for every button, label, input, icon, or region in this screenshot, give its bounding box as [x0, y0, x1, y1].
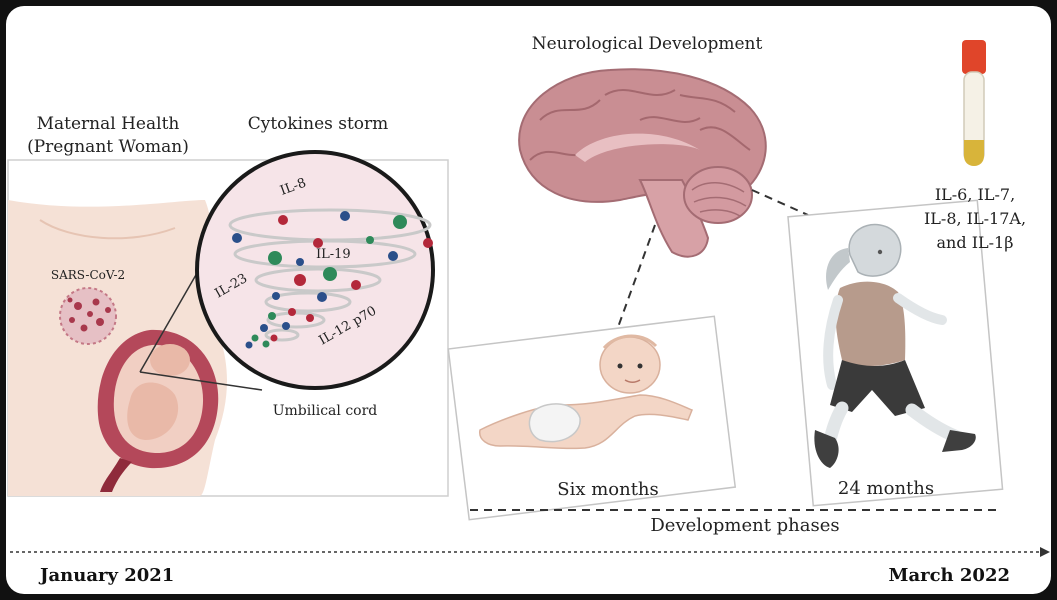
corpus-callosum	[575, 133, 700, 162]
fetus-head	[150, 344, 190, 376]
brain-illustration: Neurological Development	[518, 34, 767, 258]
maternal-heading-line1: Maternal Health	[37, 114, 180, 134]
cytokine-swirl	[228, 208, 432, 342]
neuro-heading: Neurological Development	[532, 34, 763, 54]
virus-icon	[59, 287, 117, 345]
six-months-card: Six months	[447, 315, 737, 521]
connector-brain-to-infant	[616, 224, 656, 331]
toddler-illustration	[814, 223, 976, 468]
timeline-arrowhead-icon	[1040, 547, 1050, 557]
baby-head	[599, 336, 661, 394]
development-phases-label: Development phases	[650, 515, 839, 536]
six-months-label: Six months	[557, 479, 659, 500]
test-tube-icon	[962, 40, 986, 166]
maternal-heading-line2: (Pregnant Woman)	[27, 137, 189, 157]
uterus-illustration	[97, 329, 219, 492]
zoom-line-bottom	[139, 371, 263, 391]
connector-brain-to-toddler	[751, 189, 809, 216]
twenty-four-months-label: 24 months	[838, 478, 934, 499]
biomarkers-line1: IL-6, IL-7,	[935, 185, 1015, 204]
cervix	[100, 458, 132, 492]
biomarkers-line3: and IL-1β	[937, 233, 1014, 252]
cytokines-heading: Cytokines storm	[248, 114, 389, 134]
timeline-end-label: March 2022	[889, 565, 1010, 586]
umbilical-label: Umbilical cord	[273, 403, 378, 419]
baby-illustration	[479, 334, 693, 450]
biomarkers-line2: IL-8, IL-17A,	[924, 209, 1026, 228]
il19-label: IL-19	[316, 247, 351, 262]
diaper	[528, 403, 581, 443]
fetus-body	[127, 382, 179, 440]
maternal-panel: Maternal Health (Pregnant Woman) Cytokin…	[7, 114, 449, 497]
cytokine-dots	[232, 211, 433, 349]
timeline-start-label: January 2021	[38, 565, 174, 586]
cerebellum	[683, 166, 753, 224]
body-contour	[39, 219, 176, 240]
sars-label: SARS-CoV-2	[51, 268, 125, 282]
twenty-four-months-card: 24 months	[787, 199, 1004, 507]
